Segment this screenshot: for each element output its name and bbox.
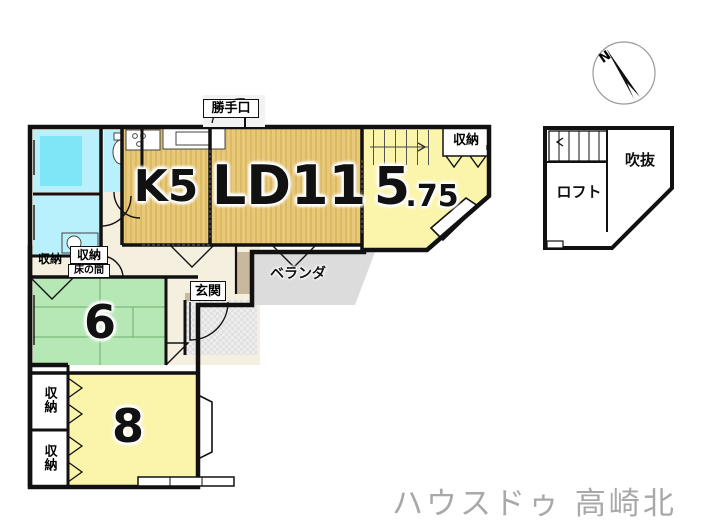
compass-rose — [592, 41, 656, 105]
label-back-door: 勝手口 — [203, 99, 259, 118]
room-label-living-dining: LD11 — [211, 153, 367, 217]
bathtub — [40, 136, 82, 186]
loft-plan — [543, 126, 674, 250]
label-entrance: 玄関 — [190, 281, 226, 301]
label-storage-hall-2: 収納 — [70, 246, 108, 264]
room-label-western-decimal: .75 — [405, 178, 459, 214]
label-storage-room8-1: 収納 — [41, 386, 57, 414]
label-tokonoma: 床の間 — [68, 264, 110, 278]
label-veranda: ベランダ — [270, 266, 326, 282]
label-storage-hall-1: 収納 — [37, 252, 62, 266]
room-label-kitchen: K5 — [133, 160, 199, 212]
label-storage-room8-2: 収納 — [41, 444, 57, 472]
ld-floor — [210, 127, 362, 245]
label-storage-575: 収納 — [452, 132, 479, 148]
room-label-japanese-6: 6 — [83, 295, 116, 349]
room-label-japanese-8: 8 — [111, 399, 144, 453]
watermark: ハウスドゥ 高崎北 — [392, 486, 677, 522]
label-loft: ロフト — [556, 182, 602, 201]
label-void: 吹抜 — [624, 150, 655, 169]
loft-stairs — [548, 130, 608, 162]
veranda-floor — [252, 252, 375, 305]
room-label-western-number: 5 — [373, 157, 411, 217]
room8-floor — [68, 373, 198, 485]
